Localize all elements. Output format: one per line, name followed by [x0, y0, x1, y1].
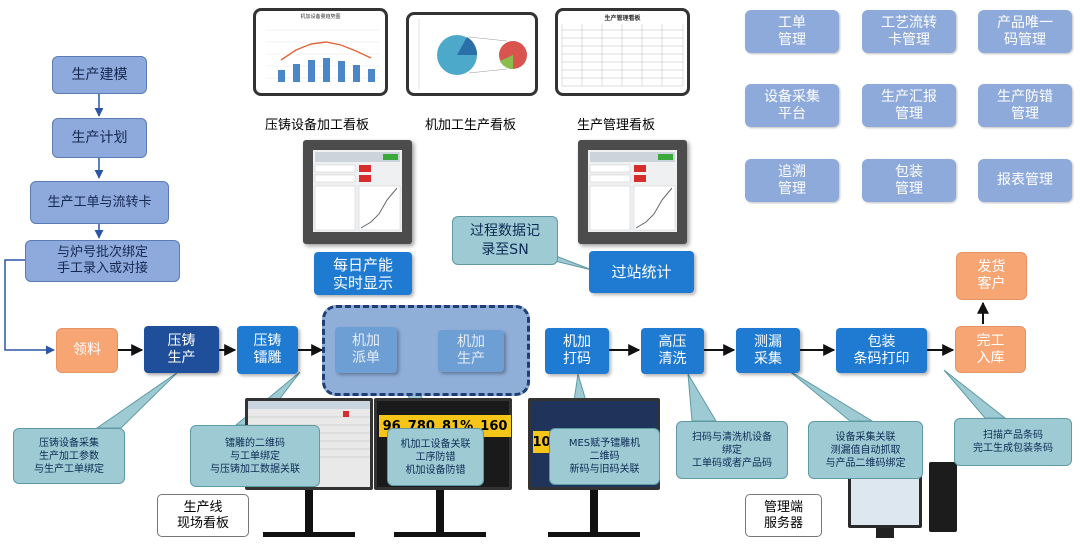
left-flow-step-order: 生产工单与流转卡 — [30, 181, 169, 224]
step-diecast-production: 压铸 生产 — [144, 326, 219, 373]
callout-laser-binding: 镭雕的二维码 与工单绑定 与压铸加工数据关联 — [190, 425, 320, 487]
step-machining-production: 机加 生产 — [438, 330, 504, 372]
callout-diecast-capture: 压铸设备采集 生产加工参数 与生产工单绑定 — [13, 428, 125, 484]
step-machining-marking: 机加 打码 — [545, 328, 609, 374]
board-thumbnail-table: 生产管理看板 — [555, 8, 690, 96]
daily-capacity-box: 每日产能 实时显示 — [314, 252, 412, 295]
module-error-proofing[interactable]: 生产防错 管理 — [978, 84, 1072, 127]
module-reports[interactable]: 报表管理 — [978, 159, 1072, 202]
board-label-diecast: 压铸设备加工看板 — [265, 118, 370, 133]
board-thumbnail-trend: 机加设备量趋势图 — [253, 8, 388, 96]
process-data-callout: 过程数据记 录至SN — [452, 216, 558, 265]
thumbnail-title: 机加设备量趋势图 — [300, 14, 341, 20]
step-high-pressure-wash: 高压 清洗 — [641, 328, 704, 374]
table-grid-icon — [561, 24, 684, 87]
arrow-batch-lingliao — [4, 259, 55, 355]
callout-machining-link: 机加工设备关联 工序防错 机加设备防错 — [387, 428, 484, 486]
server-label: 管理端 服务器 — [745, 494, 822, 537]
callout-washer-scan: 扫码与清洗机设备 绑定 工单码或者产品码 — [676, 421, 788, 479]
daily-capacity-panel — [303, 140, 412, 244]
callout-leak-binding: 设备采集关联 测漏值自动抓取 与产品二维码绑定 — [808, 421, 923, 479]
module-production-report[interactable]: 生产汇报 管理 — [862, 84, 956, 127]
pie-chart-icon — [418, 19, 527, 89]
left-flow-step-batch: 与炉号批次绑定 手工录入或对接 — [25, 240, 180, 282]
ship-customer-box: 发货 客户 — [956, 252, 1027, 300]
thumbnail-title: 生产管理看板 — [604, 15, 641, 22]
trend-chart-icon — [266, 29, 380, 82]
station-stats-panel — [578, 140, 687, 244]
shopfloor-board-label: 生产线 现场看板 — [157, 494, 249, 537]
step-pack-barcode: 包装 条码打印 — [836, 328, 927, 373]
panel-screen — [313, 150, 402, 232]
module-equipment-platform[interactable]: 设备采集 平台 — [745, 84, 839, 127]
board-label-management: 生产管理看板 — [577, 118, 656, 133]
module-unique-code[interactable]: 产品唯一 码管理 — [978, 10, 1072, 53]
step-material-pick: 领料 — [56, 328, 118, 373]
screen-value: 160 — [480, 418, 508, 434]
server-tower — [929, 462, 957, 532]
board-label-machining: 机加工生产看板 — [425, 118, 517, 133]
server-monitor — [848, 470, 922, 528]
server-monitor-stand — [876, 528, 894, 538]
callout-pack-scan: 扫描产品条码 完工生成包装条码 — [954, 418, 1072, 466]
module-traceability[interactable]: 追溯 管理 — [745, 159, 839, 202]
step-diecast-laser: 压铸 镭雕 — [237, 326, 298, 374]
panel-dashboard-icon — [314, 152, 401, 231]
module-work-order[interactable]: 工单 管理 — [745, 10, 839, 53]
panel-screen — [588, 150, 677, 232]
module-process-card[interactable]: 工艺流转 卡管理 — [862, 10, 956, 53]
callout-mes-code: MES赋予镭雕机 二维码 新码与旧码关联 — [549, 428, 660, 485]
board-thumbnail-pie — [406, 12, 538, 96]
panel-dashboard-icon — [589, 152, 676, 231]
step-leak-test: 测漏 采集 — [736, 328, 800, 373]
left-flow-step-plan: 生产计划 — [52, 118, 147, 158]
module-packaging[interactable]: 包装 管理 — [862, 159, 956, 202]
left-flow-step-model: 生产建模 — [52, 56, 147, 94]
step-completion-storage: 完工 入库 — [955, 326, 1026, 373]
station-stats-box: 过站统计 — [589, 251, 694, 293]
step-machining-dispatch: 机加 派单 — [335, 327, 397, 373]
